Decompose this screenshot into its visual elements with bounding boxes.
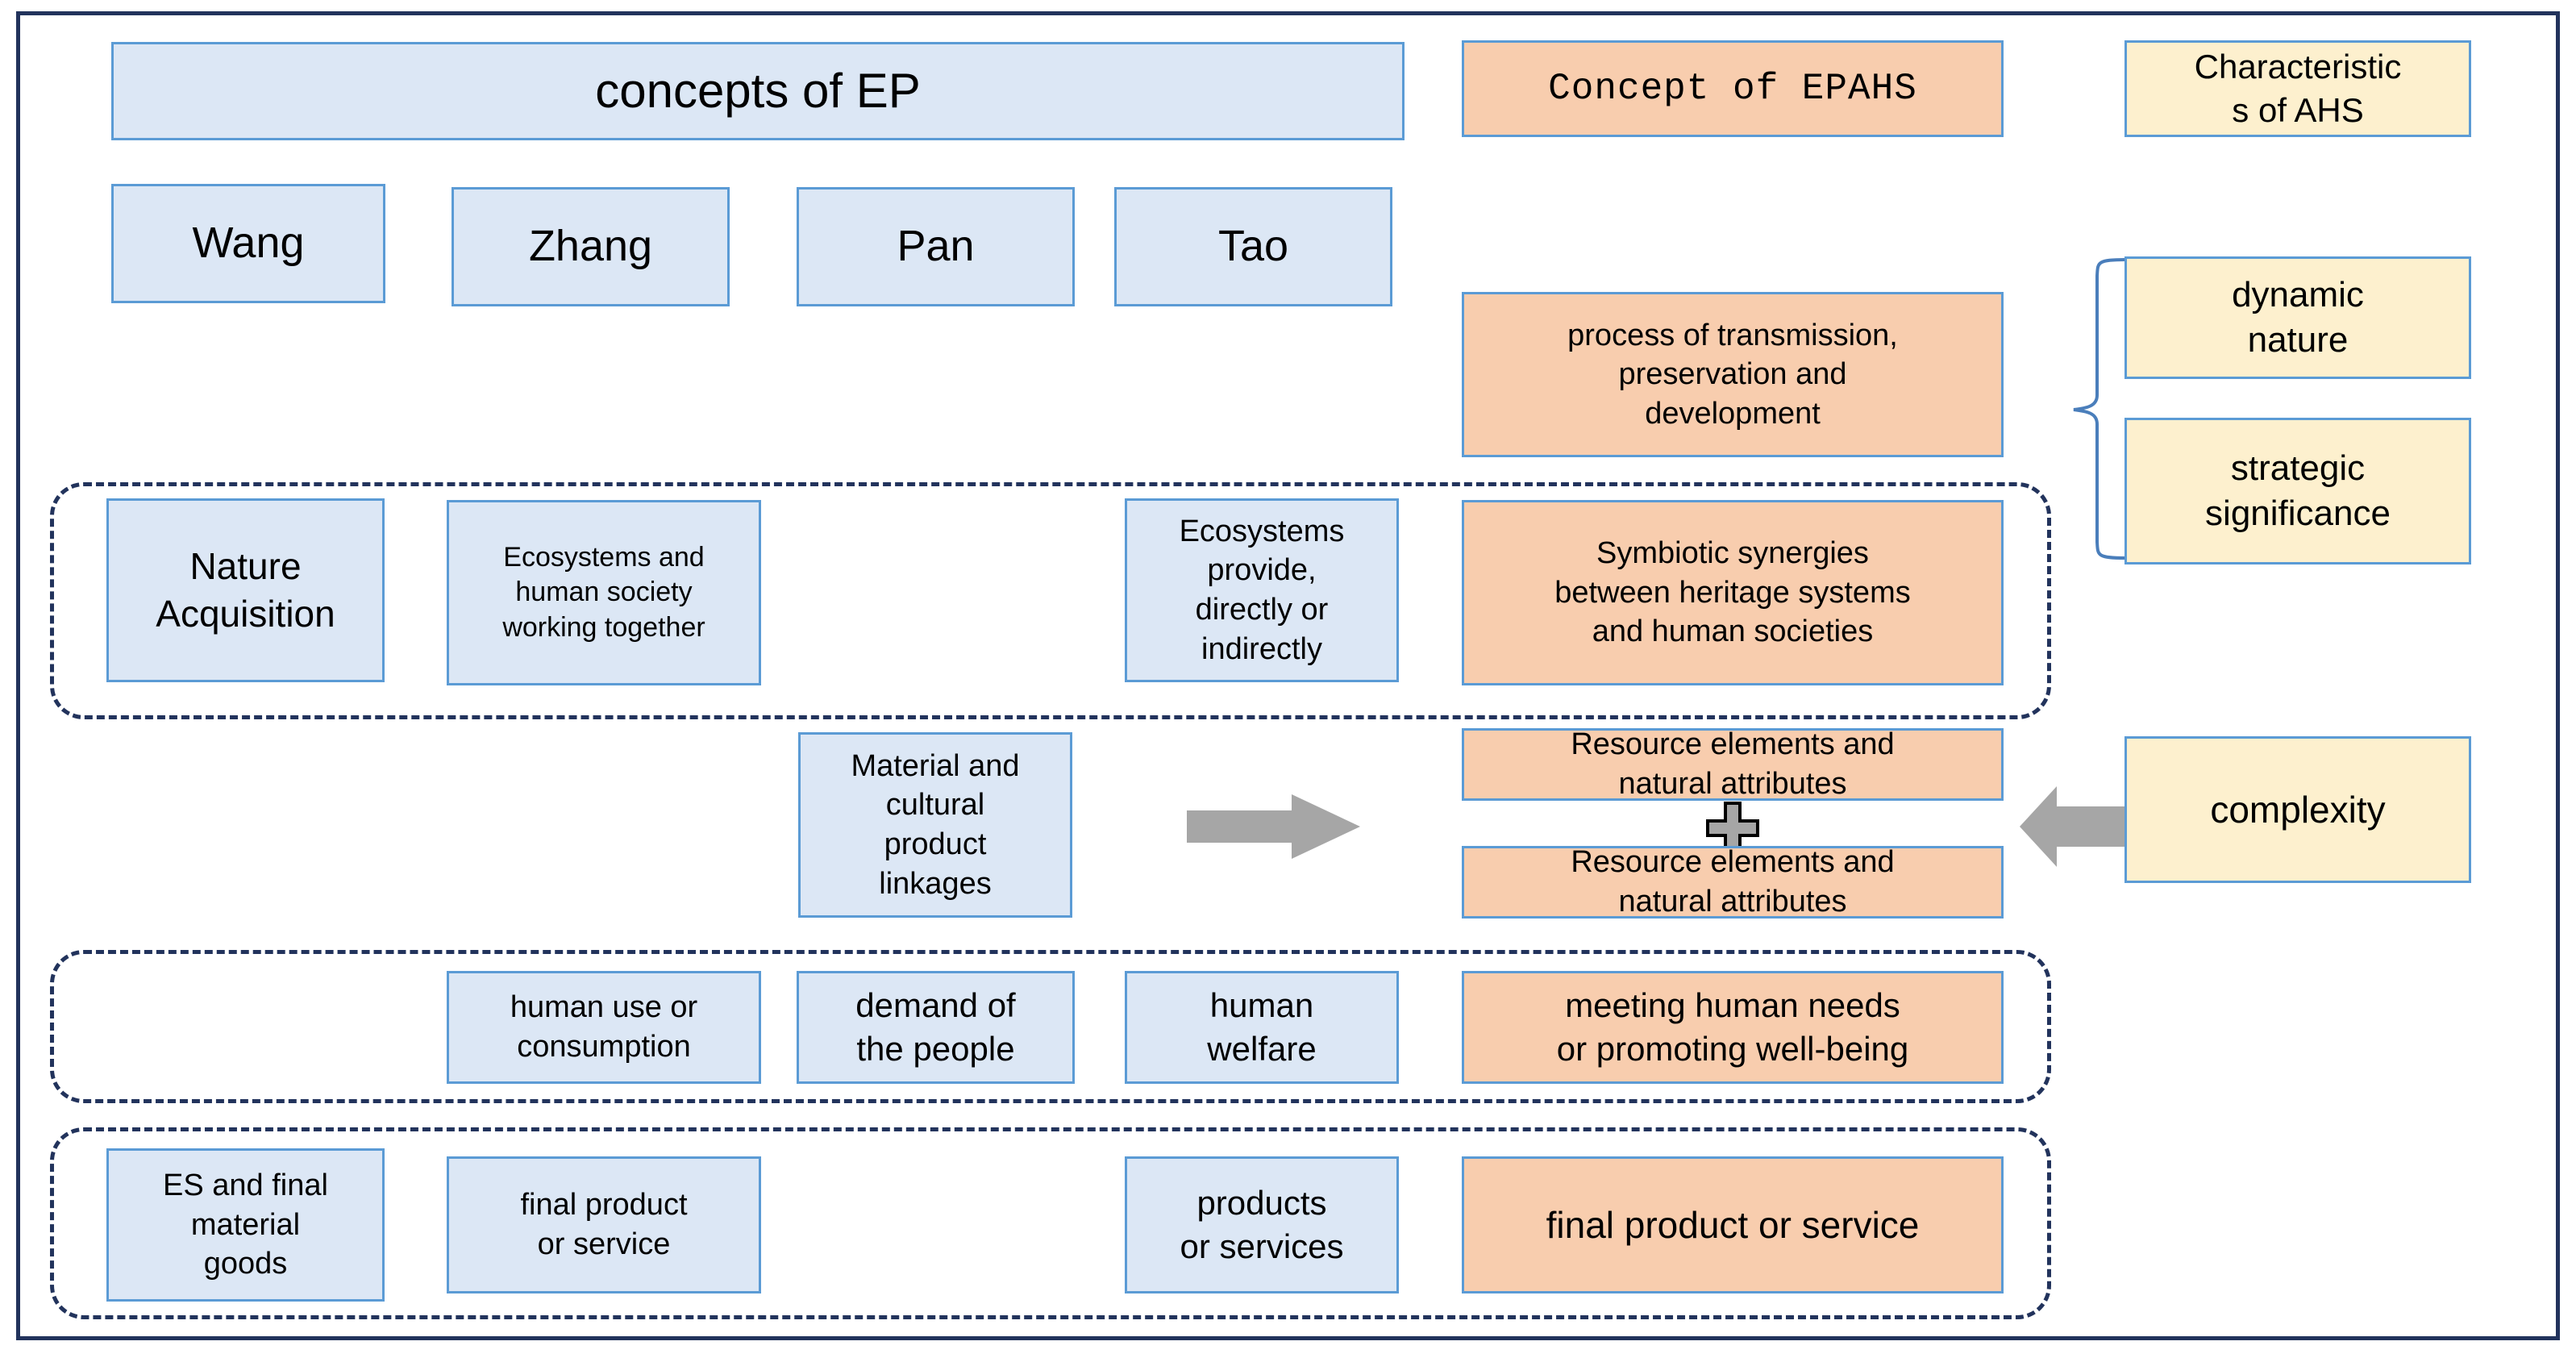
dashed-group-human-welfare bbox=[50, 950, 2051, 1103]
resource-elements-bottom-box: Resource elements and natural attributes bbox=[1462, 845, 2004, 919]
dynamic-nature-box: dynamic nature bbox=[2124, 256, 2471, 379]
human-use-consumption-box: human use or consumption bbox=[447, 971, 761, 1084]
concept-of-epahs-header: Concept of EPAHS bbox=[1462, 40, 2004, 137]
symbiotic-synergies-box: Symbiotic synergies between heritage sys… bbox=[1462, 500, 2004, 685]
arrow-left-icon bbox=[2020, 786, 2124, 867]
concepts-of-ep-header: concepts of EP bbox=[111, 42, 1405, 140]
process-of-transmission-box: process of transmission, preservation an… bbox=[1462, 292, 2004, 457]
author-box-pan: Pan bbox=[797, 187, 1075, 306]
material-cultural-linkages-box: Material and cultural product linkages bbox=[798, 732, 1072, 918]
arrow-right-icon bbox=[1187, 794, 1360, 859]
author-box-wang: Wang bbox=[111, 184, 385, 303]
final-product-or-service-small-box: final product or service bbox=[447, 1156, 761, 1293]
resource-elements-top-box: Resource elements and natural attributes bbox=[1462, 727, 2004, 801]
demand-of-the-people-box: demand of the people bbox=[797, 971, 1075, 1084]
dashed-group-final-products bbox=[50, 1127, 2051, 1319]
es-final-material-goods-box: ES and final material goods bbox=[106, 1148, 385, 1302]
strategic-significance-box: strategic significance bbox=[2124, 418, 2471, 564]
dashed-group-nature-acquisition bbox=[50, 482, 2051, 719]
author-box-zhang: Zhang bbox=[452, 187, 730, 306]
products-or-services-box: products or services bbox=[1125, 1156, 1399, 1293]
complexity-box: complexity bbox=[2124, 736, 2471, 883]
meeting-human-needs-box: meeting human needs or promoting well-be… bbox=[1462, 971, 2004, 1084]
nature-acquisition-box: Nature Acquisition bbox=[106, 498, 385, 682]
ecosystems-human-society-box: Ecosystems and human society working tog… bbox=[447, 500, 761, 685]
ecosystems-provide-box: Ecosystems provide, directly or indirect… bbox=[1125, 498, 1399, 682]
curly-brace-icon bbox=[2073, 258, 2126, 560]
final-product-or-service-box: final product or service bbox=[1462, 1156, 2004, 1293]
author-box-tao: Tao bbox=[1114, 187, 1392, 306]
characteristics-of-ahs-header: Characteristic s of AHS bbox=[2124, 40, 2471, 137]
human-welfare-box: human welfare bbox=[1125, 971, 1399, 1084]
